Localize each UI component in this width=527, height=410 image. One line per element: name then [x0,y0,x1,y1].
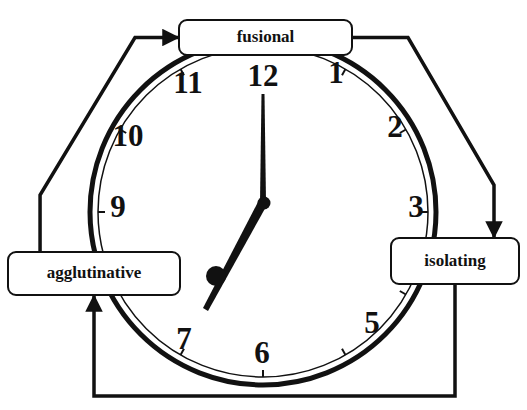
category-label: isolating [424,251,485,271]
clock-tick [400,291,406,295]
category-box: fusional [178,19,353,56]
cycle-arrow [353,38,494,238]
clock-ticks [98,47,428,377]
hour-hand [260,94,266,202]
clock-number: 11 [173,67,202,98]
clock-number: 9 [110,191,126,222]
clock-number: 1 [328,57,344,88]
minute-hand [203,200,267,311]
category-box: agglutinative [7,251,181,296]
clock-number: 12 [248,60,279,91]
category-label: agglutinative [47,263,141,283]
clock-rim [90,39,436,385]
clock-center [258,197,271,210]
clock-inner-rim [98,47,428,377]
clock-tick [342,349,346,355]
clock-number: 2 [387,111,403,142]
clock-tick [98,211,105,213]
clock-number: 6 [254,337,270,368]
cycle-arrow [40,38,178,252]
clock-number: 7 [176,323,192,354]
clock-tick [262,370,264,377]
clock-number: 5 [364,307,380,338]
clock-number: 10 [113,120,144,151]
cycle-arrow [94,285,455,396]
category-label: fusional [237,27,295,47]
clock-number: 3 [408,191,424,222]
category-box: isolating [390,237,520,285]
hand-weight [206,266,226,286]
